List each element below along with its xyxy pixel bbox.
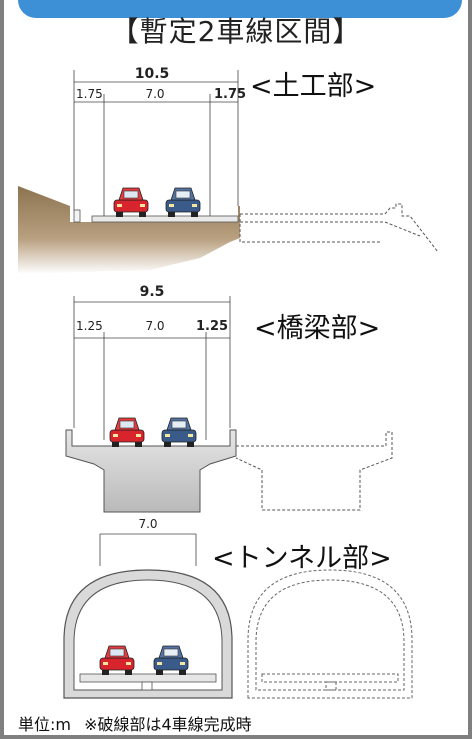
bridge-right-shoulder-width: 1.25	[196, 319, 228, 334]
bridge-total-width: 9.5	[140, 284, 165, 300]
tunnel-future-dashed	[247, 569, 413, 699]
earthwork-car-blue	[165, 187, 201, 218]
title-banner	[18, 0, 462, 18]
earthwork-lane-width: 7.0	[145, 87, 164, 101]
unit-note: 単位:m	[18, 715, 71, 734]
footer-note: 単位:m ※破線部は4車線完成時	[18, 711, 260, 735]
bridge-car-blue	[161, 417, 197, 448]
earthwork-future-dashed	[239, 203, 439, 253]
tunnel-road-slab	[79, 673, 217, 683]
tunnel-lining-inner	[73, 579, 223, 691]
tunnel-drain	[141, 681, 153, 691]
bridge-future-dashed	[235, 431, 393, 511]
earthwork-total-width: 10.5	[135, 66, 170, 82]
bridge-lane-width: 7.0	[145, 319, 164, 333]
tunnel-section-label: <トンネル部>	[212, 543, 392, 574]
bridge-girder	[65, 429, 237, 513]
tunnel-lane-width: 7.0	[138, 517, 157, 531]
earthwork-section-label: <土工部>	[250, 71, 377, 102]
earthwork-car-red	[113, 187, 149, 218]
tunnel-section: 7.0	[63, 517, 413, 699]
earthwork-section: 10.5 1.75 7.0 1.75	[18, 66, 439, 274]
earthwork-left-shoulder	[73, 209, 81, 223]
bridge-section: 9.5 1.25 7.0 1.25	[65, 284, 393, 513]
bridge-car-red	[109, 417, 145, 448]
earthwork-right-shoulder-width: 1.75	[214, 87, 246, 102]
bridge-left-shoulder-width: 1.25	[76, 319, 103, 333]
earthwork-soil-slope	[18, 186, 240, 274]
bridge-section-label: <橋梁部>	[254, 313, 381, 344]
diagram-title: 【暫定2車線区間】	[110, 15, 362, 48]
dashed-line-note: ※破線部は4車線完成時	[84, 715, 252, 734]
earthwork-road-deck	[91, 215, 239, 223]
earthwork-left-shoulder-width: 1.75	[76, 87, 103, 101]
